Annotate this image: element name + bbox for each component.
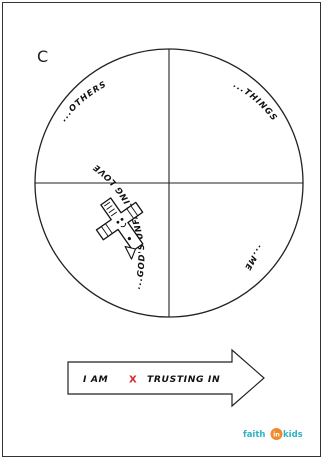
arrow-text-trusting-in: TRUSTING IN	[147, 374, 220, 385]
wheel: ...OTHERS ...THINGS ...GOD'S UNFAILING L…	[35, 49, 303, 317]
brand-text-faith: faith	[243, 430, 265, 440]
brand-text-kids: kids	[283, 430, 303, 440]
arrow-x-mark: X	[129, 375, 137, 386]
faith-in-kids-logo: faith in kids	[243, 428, 303, 440]
page-letter: C	[37, 47, 48, 66]
arrow-text-i-am: I AM	[83, 374, 108, 385]
brand-text-in: in	[273, 431, 280, 439]
